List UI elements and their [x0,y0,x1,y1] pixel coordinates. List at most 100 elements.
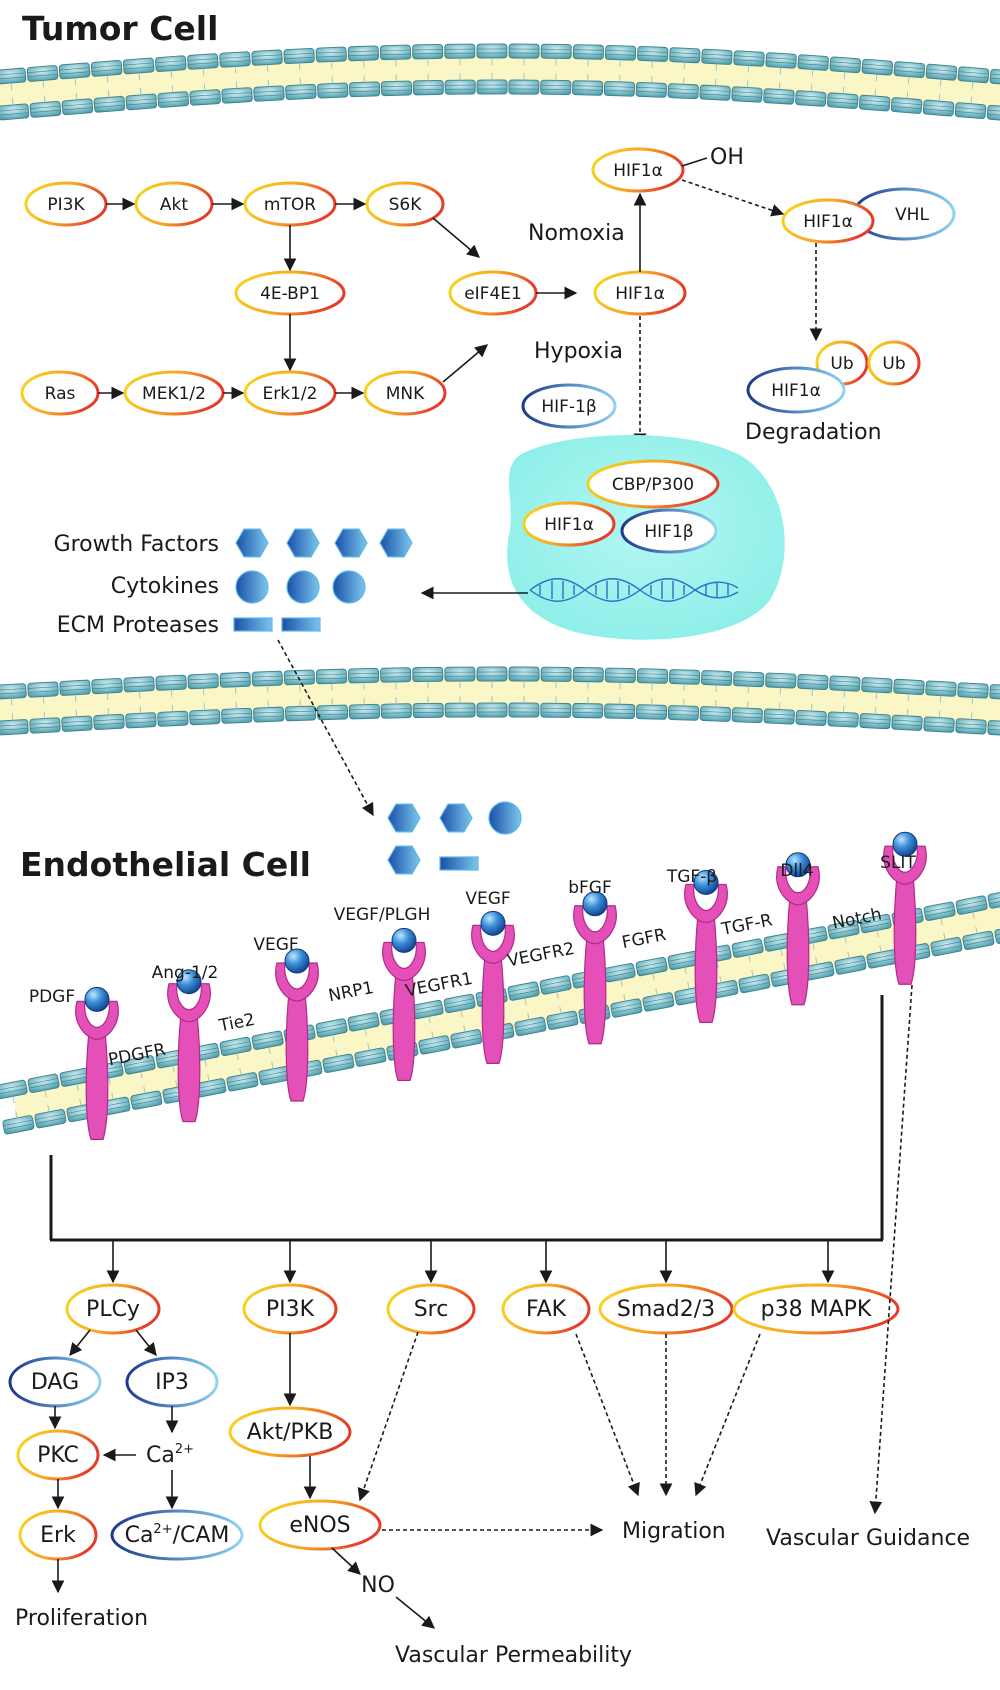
enos-node[interactable] [258,1499,382,1551]
hif1b-free-node[interactable] [521,383,617,429]
nuc-hif1a-node[interactable] [522,501,616,547]
tumor-bottom-membrane-lipid-head [380,696,412,719]
nuc-hif1b-node[interactable] [620,508,718,554]
tumor-top-membrane-lipid-head [829,56,862,79]
tumor-top-membrane-lipid-head [826,86,859,110]
no-label: NO [361,1573,395,1598]
receptor[interactable] [883,831,927,985]
receptor[interactable] [684,869,728,1024]
receptor[interactable] [275,948,319,1102]
ip3-label: IP3 [155,1370,189,1395]
s6k-node[interactable] [365,181,445,227]
ca-cam-node[interactable] [110,1509,244,1561]
plcy-node[interactable] [65,1283,161,1335]
akt-pkb-node[interactable] [228,1406,352,1458]
cytokines-label: Cytokines [111,574,219,599]
endothelial-membrane-lipid-head [0,1079,28,1104]
tumor-top-membrane-lipid-head [890,91,923,114]
arrow-plcy-ip3 [135,1329,157,1356]
endothelial-membrane-core [15,900,1000,1126]
receptor[interactable] [573,891,617,1045]
tumor-top-membrane-lipid-head [476,43,508,66]
hif1a-vhl-node[interactable] [781,198,875,244]
ligand-label: VEGF [465,889,510,909]
endothelial-membrane-lipid-head [322,1049,355,1073]
tumor-bottom-membrane-lipid-head [989,684,1000,701]
receptor[interactable] [75,986,119,1140]
growth-factors-label: Growth Factors [54,532,219,557]
s6k-label: S6K [389,195,423,215]
receptor[interactable] [382,927,426,1082]
ca-cam-label: Ca2+/CAM [125,1522,230,1548]
hypoxia-label: Hypoxia [534,339,623,364]
degradation-label: Degradation [745,420,882,445]
tumor-bottom-membrane-lipid-head [923,710,955,733]
smad-node[interactable] [598,1283,734,1335]
tumor-top-membrane-lipid-head [603,74,636,97]
tumor-bottom-membrane-lipid-head [251,670,283,693]
mnk-label: MNK [386,384,425,404]
fak-label: FAK [526,1297,567,1322]
tumor-top-membrane-lipid-head [58,62,91,85]
ras-label: Ras [45,384,76,404]
ligand-label: Ang-1/2 [152,963,219,983]
tumor-top-membrane-lipid-head [347,45,379,68]
membranes [0,43,1000,1135]
src-node[interactable] [386,1283,476,1335]
endothelial-membrane-lipid-head [315,1018,348,1042]
endothelial-membrane-lipid-head [2,1110,35,1135]
tumor-top-membrane-lipid-head [861,58,894,82]
tumor-bottom-membrane-lipid-head [0,683,27,706]
tumor-bottom-membrane-lipid-head [155,674,187,697]
ligand-ball [480,910,506,936]
tumor-top-membrane-lipid-head [221,81,253,104]
endothelial-membrane-lipid-head [219,1036,252,1061]
cbp-node[interactable] [586,459,720,509]
tumor-bottom-membrane-lipid-head [667,698,700,721]
tumor-top-membrane-lipid-head [637,46,669,68]
tumor-top-membrane-lipid-head [540,43,572,66]
receptor[interactable] [471,910,515,1064]
tumor-top-membrane-lipid-head [667,77,699,100]
tumor-top-membrane-lipid-head [90,60,123,83]
p38-node[interactable] [732,1283,900,1335]
tumor-bottom-membrane-lipid-head [733,671,765,694]
ligand-ball [785,852,811,878]
tumor-bottom-membrane-lipid-head [604,667,636,690]
tumor-top-membrane-lipid-head [540,73,572,96]
tumor-top-membrane-lipid-head [699,78,731,101]
ligand-label: Dll4 [780,861,813,881]
tumor-top-membrane-lipid-head [572,44,604,66]
receptor[interactable] [167,969,211,1123]
arrow-enos-no [331,1547,361,1575]
growth-factor-hexagon [334,528,368,558]
growth-factor-hexagon [387,845,421,875]
tumor-top-membrane-lipid-head [157,85,189,108]
hif1b-free-label: HIF-1β [541,397,596,417]
ligand-ball [892,831,918,857]
secreted-shapes [233,528,522,875]
hif1a-oh-node[interactable] [591,147,685,193]
mnk-node[interactable] [363,370,447,416]
tumor-top-membrane-lipid-head [763,82,795,105]
tumor-top-membrane-lipid-head [219,51,251,74]
receptor[interactable] [776,852,820,1006]
fak-node[interactable] [501,1283,591,1335]
tumor-bottom-membrane-lipid-head [157,704,189,727]
ligand-label: PDGF [29,987,75,1007]
akt-pkb-label: Akt/PKB [247,1420,334,1445]
arrow-secretion-dashed [277,639,374,817]
ligand-label: VEGF [253,935,298,955]
enos-label: eNOS [289,1513,350,1538]
tumor-bottom-membrane-lipid-head [891,708,923,731]
four-ebp1-label: 4E-BP1 [260,284,320,304]
tumor-bottom-membrane-lipid-head [0,713,29,736]
ligand-ball [284,948,310,974]
ub2-node[interactable] [867,340,921,386]
receptor-label: VEGFR2 [506,939,577,972]
tumor-bottom-membrane-lipid-head [508,666,540,689]
tumor-top-membrane-lipid-head [476,73,508,95]
tumor-top-membrane-lipid-head [61,92,94,116]
migration-label: Migration [622,1519,726,1544]
hif1a-deg-node[interactable] [746,366,846,414]
